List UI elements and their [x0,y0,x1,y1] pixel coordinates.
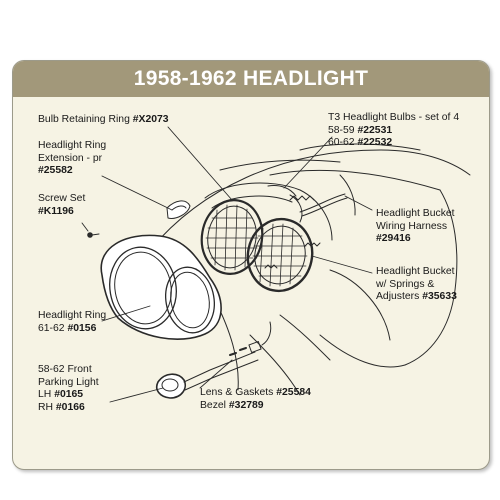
part-number: #22532 [357,137,393,148]
label-bucket-springs-adjusters: Headlight Bucket w/ Springs & Adjusters … [376,266,457,302]
headlight-ring [100,234,222,340]
part-number: #32789 [228,399,264,411]
diagram-title: 1958-1962 HEADLIGHT [133,67,369,90]
fender-body-outline [149,143,471,396]
leader-lines [81,126,373,403]
part-number: #X2073 [132,114,169,125]
wiring-harness [299,193,346,213]
left-sealed-beam [200,199,264,275]
diagram-panel: 1958-1962 HEADLIGHT [12,60,490,470]
label-bulb-retaining-ring: Bulb Retaining Ring #X2073 [38,114,169,125]
right-sealed-beam [246,217,314,293]
screw [87,232,100,238]
part-number: #K1196 [38,205,74,217]
headlight-ring-extension [166,200,191,219]
part-number: #22531 [357,124,393,136]
label-lens-gaskets-bezel: Lens & Gaskets #25584 Bezel #32789 [200,387,311,411]
label-headlight-ring-extension: Headlight Ring Extension - pr #25582 [38,140,107,176]
label-t3-headlight-bulbs: T3 Headlight Bulbs - set of 4 58-59 #225… [328,112,460,148]
part-number: #29416 [376,233,411,244]
label-bucket-wiring-harness: Headlight Bucket Wiring Harness #29416 [376,208,455,244]
parking-light [155,321,272,399]
part-number: #0166 [55,401,85,413]
part-number: #35633 [422,291,457,302]
part-number: #0165 [54,389,84,400]
title-bar: 1958-1962 HEADLIGHT [13,61,489,97]
label-screw-set: Screw Set #K1196 [38,193,86,217]
part-number: #0156 [67,322,97,334]
label-headlight-ring: Headlight Ring 61-62 #0156 [38,310,107,334]
part-number: #25582 [38,165,73,176]
label-front-parking-light: 58-62 Front Parking Light LH #0165 RH #0… [38,364,99,413]
part-number: #25584 [276,387,311,398]
